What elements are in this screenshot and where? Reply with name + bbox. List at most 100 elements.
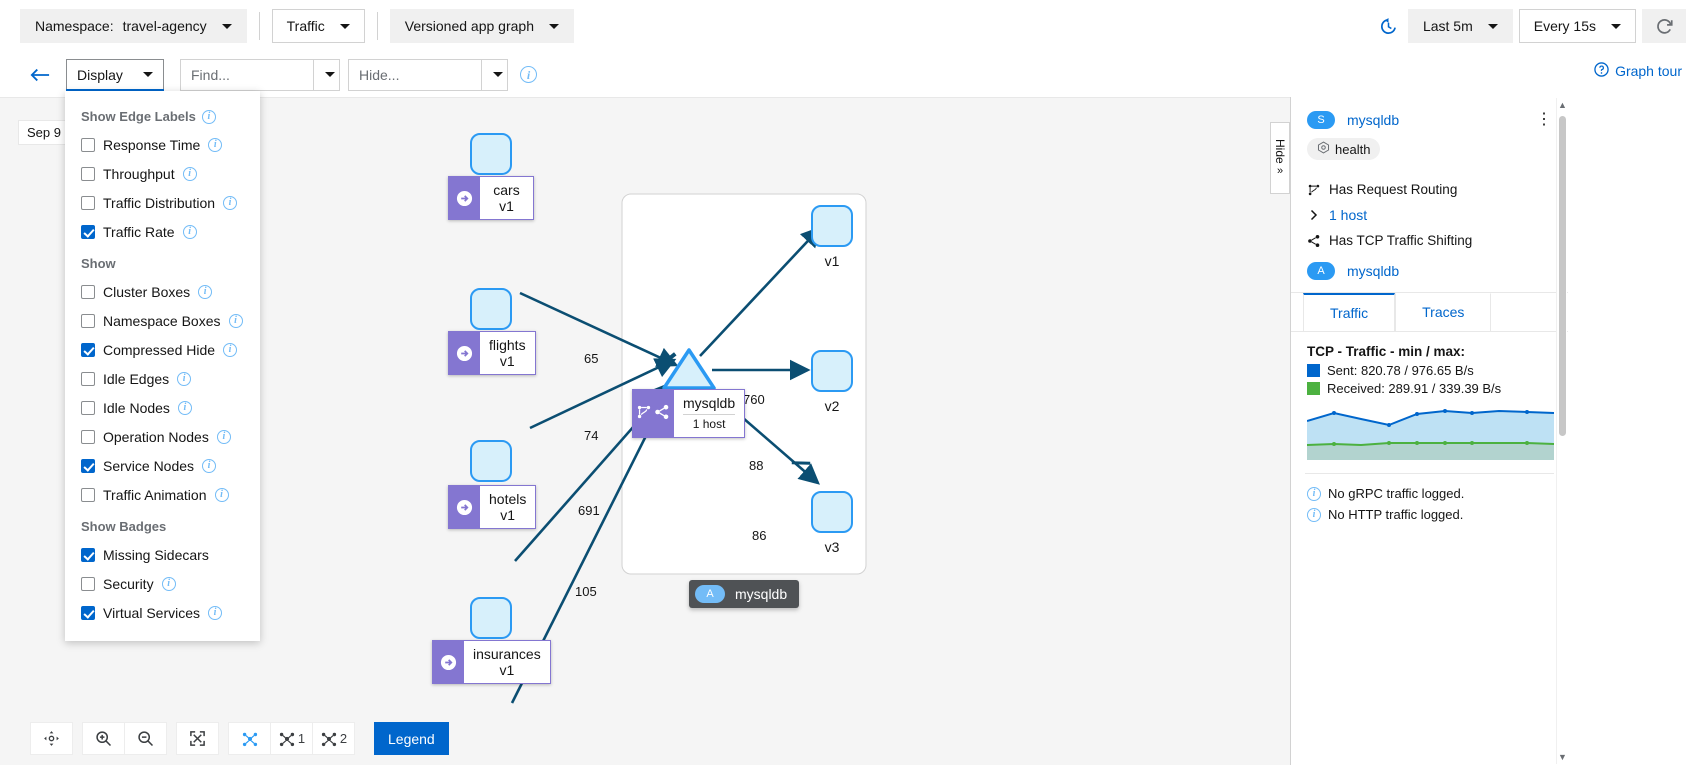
scrollbar-thumb[interactable] [1559, 116, 1566, 436]
menu-item-traffic-rate[interactable]: Traffic Rate i [65, 217, 260, 246]
checkbox-response-time[interactable] [81, 137, 95, 152]
health-icon [1317, 141, 1330, 157]
refresh-interval-selector[interactable]: Every 15s [1518, 9, 1636, 43]
menu-item-namespace-boxes[interactable]: Namespace Boxes i [65, 306, 260, 335]
checkbox-service-nodes[interactable] [81, 458, 95, 473]
info-icon[interactable]: i [182, 224, 197, 239]
menu-item-idle-nodes[interactable]: Idle Nodes i [65, 393, 260, 422]
checkbox-cluster-boxes[interactable] [81, 284, 95, 299]
info-icon[interactable]: i [161, 576, 176, 591]
side-panel-line-tcp-traffic-shifting: Has TCP Traffic Shifting [1291, 228, 1568, 253]
info-icon[interactable]: i [208, 137, 223, 152]
graph-node-hotels[interactable]: hotels v1 [448, 485, 537, 530]
hide-side-panel-tab[interactable]: Hide » [1270, 122, 1290, 194]
menu-label-throughput: Throughput [103, 165, 175, 182]
checkbox-idle-nodes[interactable] [81, 400, 95, 415]
app-name-link[interactable]: mysqldb [1347, 263, 1400, 279]
chevron-down-icon[interactable] [313, 59, 339, 90]
menu-item-response-time[interactable]: Response Time i [65, 130, 260, 159]
checkbox-missing-sidecars[interactable] [81, 547, 95, 562]
namespace-selector[interactable]: Namespace: travel-agency [20, 9, 247, 43]
checkbox-security[interactable] [81, 576, 95, 591]
drag-pan-button[interactable] [30, 722, 73, 755]
graph-node-mysqldb[interactable]: mysqldb 1 host [632, 389, 746, 438]
graph-node-cars[interactable]: cars v1 [448, 176, 534, 221]
info-icon[interactable]: i [177, 371, 192, 386]
metrics-received-row: Received: 289.91 / 339.39 B/s [1307, 381, 1552, 396]
menu-item-missing-sidecars[interactable]: Missing Sidecars [65, 540, 260, 569]
refresh-interval-value: Every 15s [1533, 18, 1596, 34]
side-panel-scrollbar[interactable]: ▲ ▼ [1556, 98, 1567, 764]
info-icon[interactable]: i [214, 487, 229, 502]
back-arrow-icon[interactable] [30, 67, 50, 83]
display-dropdown-menu[interactable]: Show Edge Labels i Response Time i Throu… [65, 91, 260, 641]
menu-label-traffic-distribution: Traffic Distribution [103, 194, 216, 211]
info-icon[interactable]: i [208, 605, 223, 620]
menu-label-namespace-boxes: Namespace Boxes [103, 312, 221, 329]
menu-item-throughput[interactable]: Throughput i [65, 159, 260, 188]
chevron-down-icon[interactable] [481, 59, 507, 90]
menu-item-operation-nodes[interactable]: Operation Nodes i [65, 422, 260, 451]
info-icon[interactable]: i [182, 166, 197, 181]
zoom-in-button[interactable] [82, 722, 125, 755]
side-panel-line-hosts[interactable]: 1 host [1291, 202, 1568, 228]
checkbox-compressed-hide[interactable] [81, 342, 95, 357]
kebab-menu-icon[interactable]: ⋮ [1536, 111, 1552, 129]
checkbox-traffic-rate[interactable] [81, 224, 95, 239]
time-range-selector[interactable]: Last 5m [1407, 9, 1513, 43]
find-input[interactable]: Find... [180, 58, 340, 91]
info-icon[interactable]: i [520, 66, 537, 83]
graph-node-hotels-version: v1 [500, 507, 516, 524]
checkbox-traffic-animation[interactable] [81, 487, 95, 502]
info-icon[interactable]: i [177, 400, 192, 415]
menu-item-service-nodes[interactable]: Service Nodes i [65, 451, 260, 480]
graph-node-mysqldb-sub: 1 host [692, 417, 726, 432]
menu-item-traffic-distribution[interactable]: Traffic Distribution i [65, 188, 260, 217]
tab-traces[interactable]: Traces [1395, 293, 1492, 331]
menu-item-traffic-animation[interactable]: Traffic Animation i [65, 480, 260, 509]
menu-item-cluster-boxes[interactable]: Cluster Boxes i [65, 277, 260, 306]
legend-button[interactable]: Legend [374, 722, 449, 755]
health-badge[interactable]: health [1307, 138, 1381, 160]
fit-to-screen-button[interactable] [176, 722, 219, 755]
checkbox-operation-nodes[interactable] [81, 429, 95, 444]
layout-2-button[interactable]: 2 [312, 722, 355, 755]
top-toolbar: Namespace: travel-agency Traffic Version… [0, 0, 1694, 52]
checkbox-virtual-services[interactable] [81, 605, 95, 620]
info-icon[interactable]: i [216, 429, 231, 444]
layout-1-button[interactable]: 1 [270, 722, 313, 755]
hide-input[interactable]: Hide... [348, 58, 508, 91]
checkbox-namespace-boxes[interactable] [81, 313, 95, 328]
layout-default-button[interactable] [228, 722, 271, 755]
info-icon[interactable]: i [202, 458, 217, 473]
side-panel-service-row: S mysqldb ⋮ [1307, 111, 1552, 129]
side-panel-label-hosts[interactable]: 1 host [1329, 207, 1368, 223]
graph-node-flights[interactable]: flights v1 [448, 331, 536, 376]
scroll-up-arrow-icon[interactable]: ▲ [1558, 100, 1567, 110]
checkbox-traffic-distribution[interactable] [81, 195, 95, 210]
zoom-out-button[interactable] [124, 722, 167, 755]
graph-node-insurances[interactable]: insurances v1 [432, 640, 551, 685]
checkbox-idle-edges[interactable] [81, 371, 95, 386]
graph-type-selector[interactable]: Versioned app graph [389, 9, 574, 43]
scroll-down-arrow-icon[interactable]: ▼ [1558, 752, 1567, 762]
history-icon[interactable] [1379, 17, 1398, 36]
chevron-right-icon[interactable] [1307, 209, 1321, 221]
tab-traffic[interactable]: Traffic [1303, 293, 1396, 331]
graph-tour-button[interactable]: Graph tour [1594, 62, 1682, 80]
info-icon[interactable]: i [201, 109, 216, 124]
traffic-selector[interactable]: Traffic [271, 9, 365, 43]
info-icon[interactable]: i [223, 342, 238, 357]
display-button[interactable]: Display [66, 58, 164, 91]
menu-item-idle-edges[interactable]: Idle Edges i [65, 364, 260, 393]
menu-item-virtual-services[interactable]: Virtual Services i [65, 598, 260, 627]
menu-item-compressed-hide[interactable]: Compressed Hide i [65, 335, 260, 364]
metrics-title: TCP - Traffic - min / max: [1307, 344, 1466, 359]
menu-item-security[interactable]: Security i [65, 569, 260, 598]
checkbox-throughput[interactable] [81, 166, 95, 181]
info-icon[interactable]: i [228, 313, 243, 328]
info-icon[interactable]: i [223, 195, 238, 210]
info-icon[interactable]: i [198, 284, 213, 299]
refresh-button[interactable] [1642, 9, 1686, 43]
service-name-link[interactable]: mysqldb [1347, 112, 1400, 128]
